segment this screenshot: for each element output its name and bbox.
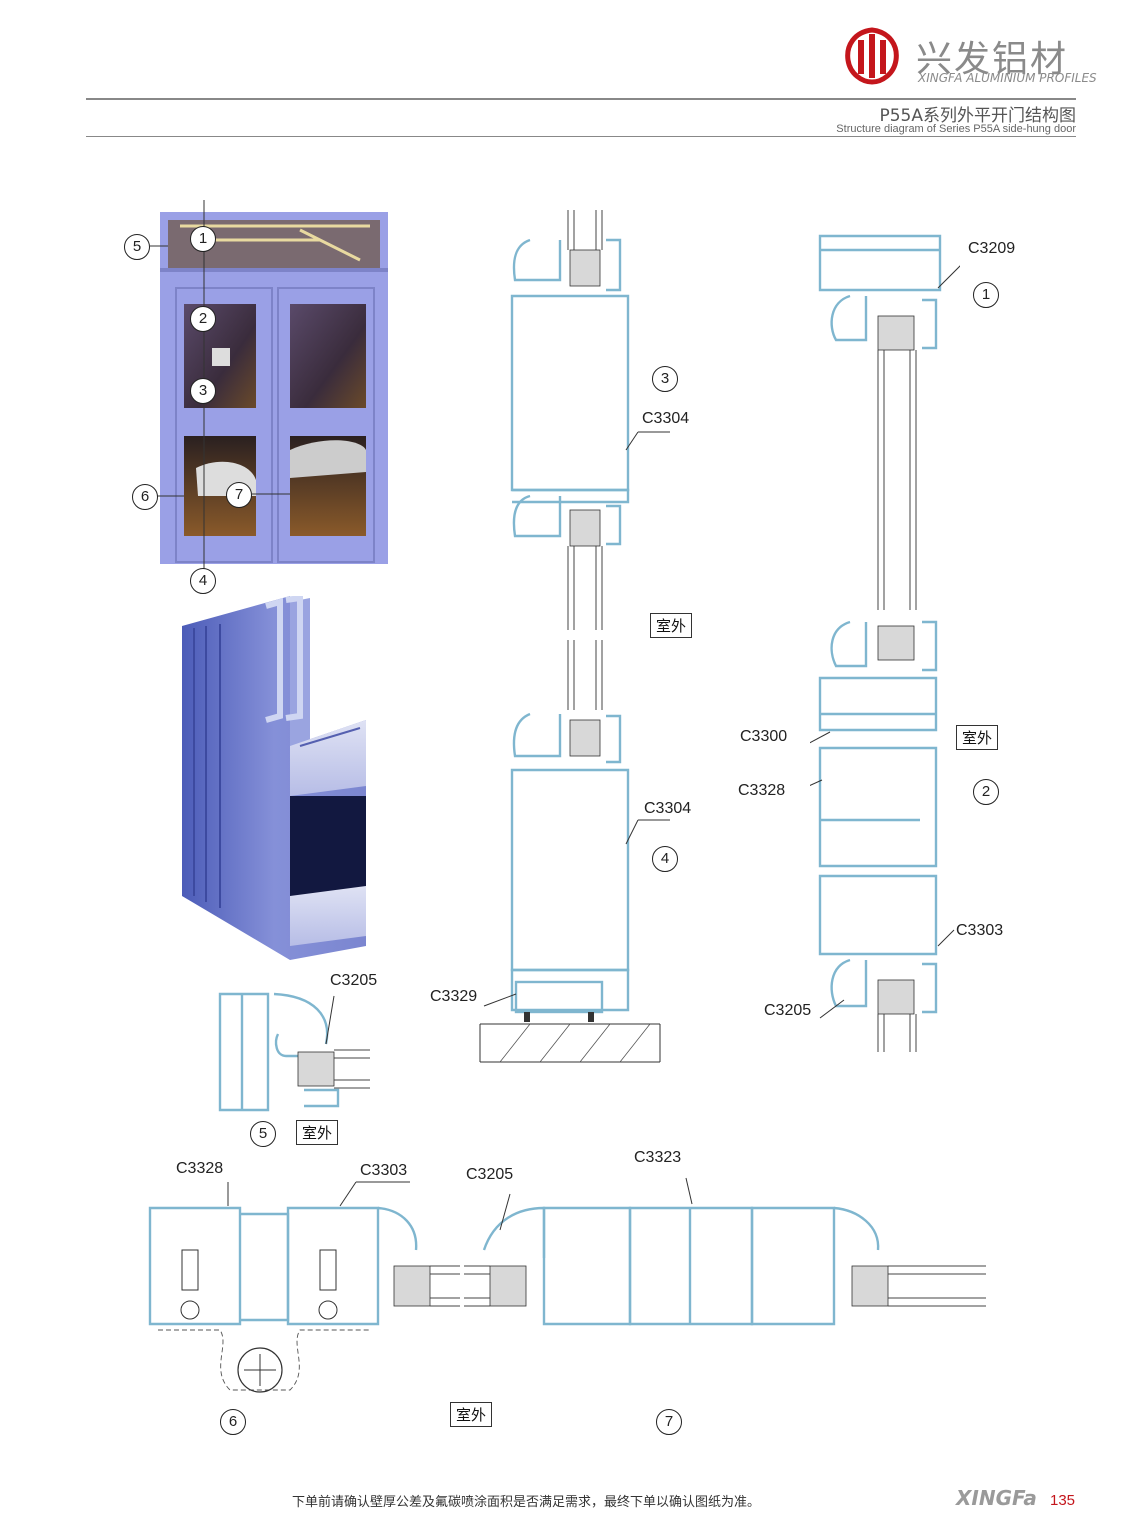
page-title-en: Structure diagram of Series P55A side-hu… <box>836 123 1076 135</box>
outdoor-label-bottom: 室外 <box>450 1402 493 1427</box>
code-c3205-vertical: C3205 <box>764 1002 812 1019</box>
code-c3209: C3209 <box>968 240 1016 257</box>
section-marker-4: 4 <box>652 846 678 872</box>
photo-marker-5: 5 <box>124 234 150 260</box>
photo-marker-4: 4 <box>190 568 216 594</box>
footer-brand: XINGFa <box>956 1486 1037 1510</box>
section-1-2-drawing <box>810 234 960 1052</box>
section-marker-1: 1 <box>973 282 999 308</box>
code-c3303-horizontal: C3303 <box>360 1162 408 1179</box>
page-title-cn: P55A系列外平开门结构图 <box>879 106 1076 126</box>
brand-logo <box>842 26 902 86</box>
code-c3205-section5: C3205 <box>330 972 378 989</box>
code-c3323: C3323 <box>634 1149 682 1166</box>
code-c3304-top: C3304 <box>642 410 690 427</box>
code-c3205-horizontal: C3205 <box>466 1166 514 1183</box>
xingfa-logo-icon <box>845 27 899 85</box>
code-c3328-vertical: C3328 <box>738 782 786 799</box>
code-c3304-bottom: C3304 <box>644 800 692 817</box>
code-c3328-horizontal: C3328 <box>176 1160 224 1177</box>
outdoor-label-section5: 室外 <box>296 1120 339 1145</box>
section-6-7-drawing <box>148 1177 986 1393</box>
section-marker-3: 3 <box>652 366 678 392</box>
code-c3329: C3329 <box>430 988 478 1005</box>
header-rule-top <box>86 98 1076 100</box>
section-5-drawing <box>218 992 370 1112</box>
code-c3300: C3300 <box>740 728 788 745</box>
photo-marker-2: 2 <box>190 306 216 332</box>
outdoor-label-center: 室外 <box>650 613 693 638</box>
section-marker-6: 6 <box>220 1409 246 1435</box>
code-c3303-vertical: C3303 <box>956 922 1004 939</box>
photo-marker-7: 7 <box>226 482 252 508</box>
profile-3d-render <box>170 594 380 960</box>
photo-marker-1: 1 <box>190 226 216 252</box>
door-elevation-photo <box>120 200 400 600</box>
section-marker-2: 2 <box>973 779 999 805</box>
photo-marker-6: 6 <box>132 484 158 510</box>
brand-name-en: XINGFA ALUMINIUM PROFILES <box>918 71 1097 85</box>
section-marker-7: 7 <box>656 1409 682 1435</box>
footer-note: 下单前请确认壁厚公差及氟碳喷涂面积是否满足需求，最终下单以确认图纸为准。 <box>292 1495 761 1510</box>
brand-name-cn: 兴发铝材 <box>916 39 1069 80</box>
section-marker-5: 5 <box>250 1121 276 1147</box>
outdoor-label-right: 室外 <box>956 725 999 750</box>
photo-marker-3: 3 <box>190 378 216 404</box>
header-rule-bottom <box>86 136 1076 137</box>
page-number: 135 <box>1050 1492 1076 1509</box>
section-3-4-drawing <box>479 210 670 1063</box>
